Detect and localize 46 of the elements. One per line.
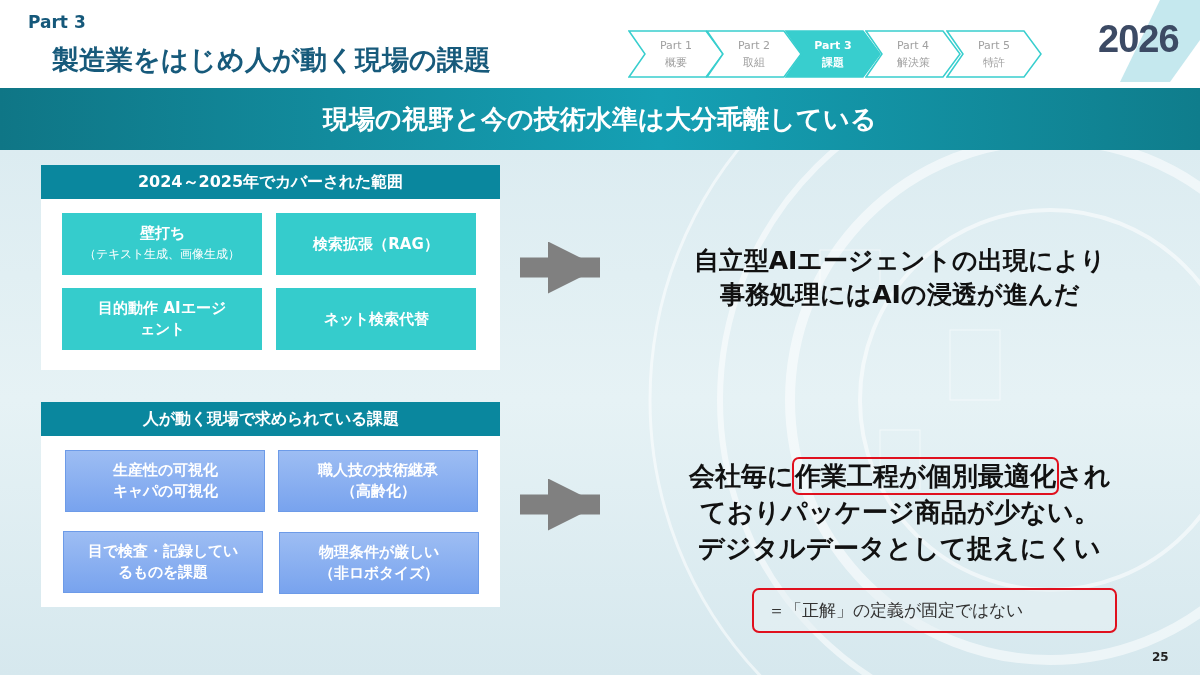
breadcrumb-step (628, 30, 724, 78)
step-number: Part 4 (896, 38, 930, 54)
card-text: 生産性の可視化キャパの可視化 (111, 460, 219, 502)
item-card (65, 450, 265, 512)
step-number: Part 2 (737, 38, 771, 54)
panel-header: 2024～2025年でカバーされた範囲 (41, 165, 500, 199)
card-subtext: （テキスト生成、画像生成） (84, 246, 240, 263)
statement-text: 自立型AIエージェントの出現により事務処理にはAIの浸透が進んだ (692, 244, 1108, 311)
card-text: 職人技の技術継承（高齢化） (316, 460, 439, 502)
breadcrumb-step (946, 30, 1042, 78)
note-box: ＝「正解」の定義が固定ではない (752, 588, 1117, 633)
panel-header: 人が動く現場で求められている課題 (41, 402, 500, 436)
step-number: Part 3 (814, 38, 852, 54)
item-card (278, 450, 478, 512)
breadcrumb-step (865, 30, 961, 78)
arrow (520, 241, 600, 294)
item-card (276, 288, 476, 350)
panel (41, 165, 500, 370)
card-text: ネット検索代替 (323, 308, 429, 330)
step-name: 取組 (743, 55, 765, 71)
card-heading: 壁打ち (139, 223, 185, 244)
banner-text: 現場の視野と今の技術水準は大分乖離している (323, 102, 877, 136)
step-name: 特許 (983, 55, 1005, 71)
item-card (62, 288, 262, 350)
card-text: 目的動作 AIエージェント (97, 298, 227, 340)
section-label: Part 3 (28, 12, 86, 32)
page-number: 25 (1152, 650, 1169, 664)
step-number: Part 5 (977, 38, 1011, 54)
breadcrumb-step (785, 30, 881, 78)
arrow (520, 478, 600, 531)
card-text: 検索拡張（RAG） (313, 233, 439, 255)
breadcrumb-step (706, 30, 802, 78)
step-name: 概要 (665, 55, 687, 71)
card-text: 目で検査・記録しているものを課題 (87, 541, 239, 583)
item-card (63, 531, 263, 593)
panel (41, 402, 500, 607)
step-name: 課題 (822, 55, 844, 71)
banner (0, 88, 1200, 150)
item-card (279, 532, 479, 594)
item-card (276, 213, 476, 275)
card-text: 物理条件が厳しい（非ロボタイズ） (317, 542, 440, 584)
item-card (62, 213, 262, 275)
step-number: Part 1 (659, 38, 693, 54)
slide-title: 製造業をはじめ人が動く現場の課題 (52, 43, 491, 77)
step-name: 解決策 (896, 55, 930, 71)
year-label: 2026 (1098, 18, 1179, 61)
